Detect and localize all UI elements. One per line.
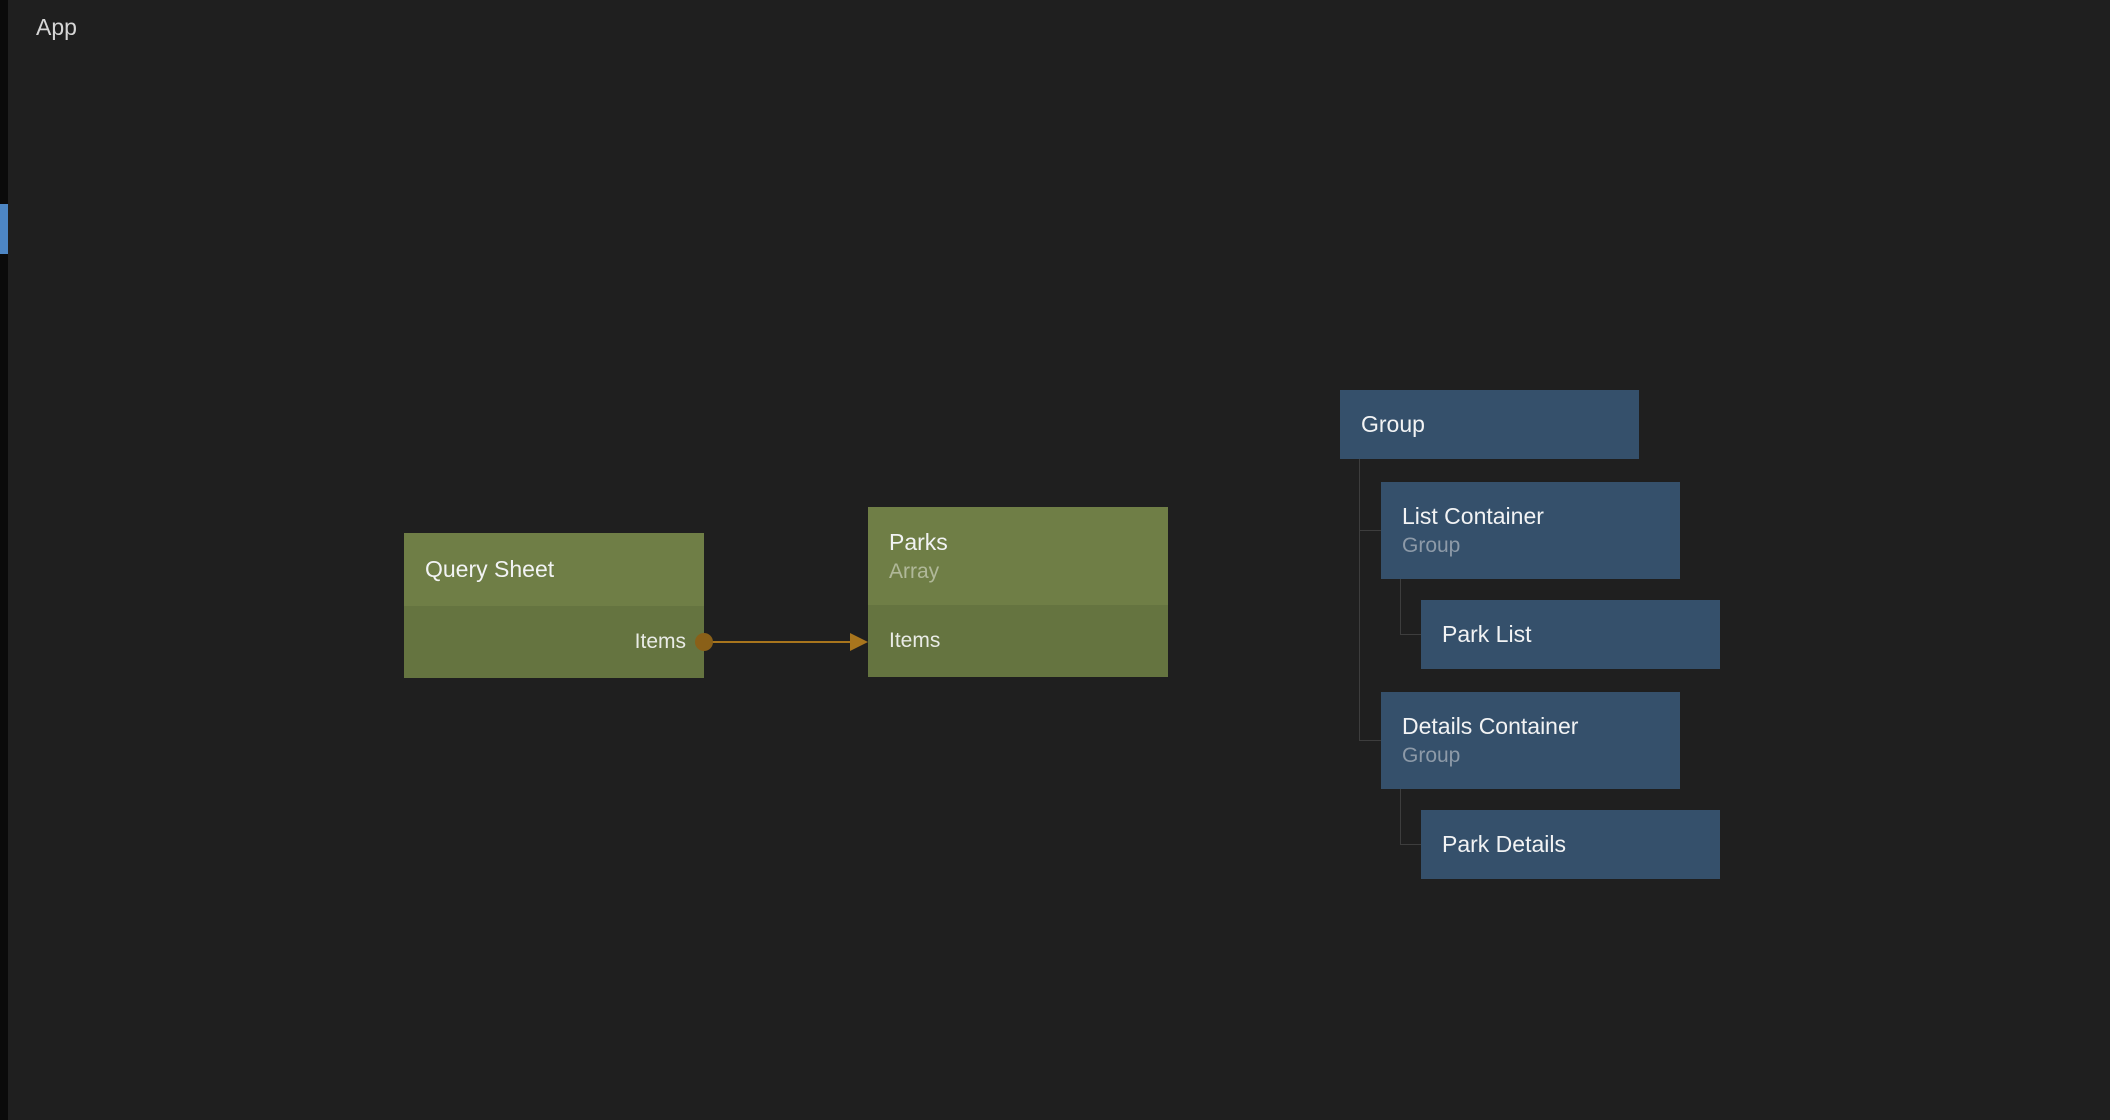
- node-title: Details Container: [1402, 713, 1579, 739]
- tree-connector: [1400, 634, 1421, 635]
- app-title: App: [36, 14, 77, 40]
- node-parks-ports: Items: [868, 605, 1168, 677]
- node-group[interactable]: Group: [1340, 390, 1639, 459]
- connection-arrowhead-icon: [850, 633, 868, 651]
- left-rail: [0, 0, 8, 1120]
- tree-connector: [1400, 578, 1401, 634]
- input-port-items[interactable]: Items: [889, 629, 941, 652]
- node-title: Group: [1361, 411, 1425, 437]
- output-port-items[interactable]: Items: [634, 630, 686, 653]
- connection-line: [706, 641, 854, 643]
- node-title: Parks: [889, 528, 948, 555]
- node-title: Park List: [1442, 621, 1532, 647]
- node-park-details[interactable]: Park Details: [1421, 810, 1720, 879]
- connection-source-dot[interactable]: [695, 633, 713, 651]
- node-title: List Container: [1402, 503, 1544, 529]
- tree-connector: [1359, 530, 1381, 531]
- node-parks-header[interactable]: Parks Array: [868, 507, 1168, 605]
- node-title: Park Details: [1442, 831, 1566, 857]
- node-parks[interactable]: Parks Array Items: [868, 507, 1168, 677]
- node-query-sheet-header[interactable]: Query Sheet: [404, 533, 704, 606]
- node-details-container[interactable]: Details Container Group: [1381, 692, 1680, 789]
- node-subtitle: Group: [1402, 744, 1461, 767]
- node-park-list[interactable]: Park List: [1421, 600, 1720, 669]
- rail-selection-indicator[interactable]: [0, 204, 8, 254]
- node-list-container[interactable]: List Container Group: [1381, 482, 1680, 579]
- tree-connector: [1359, 740, 1381, 741]
- node-subtitle: Array: [889, 559, 940, 583]
- node-title: Query Sheet: [425, 556, 555, 582]
- node-query-sheet[interactable]: Query Sheet Items: [404, 533, 704, 678]
- node-query-sheet-ports: Items: [404, 606, 704, 678]
- tree-connector: [1359, 459, 1360, 740]
- node-subtitle: Group: [1402, 534, 1461, 557]
- tree-connector: [1400, 787, 1401, 844]
- tree-connector: [1400, 844, 1421, 845]
